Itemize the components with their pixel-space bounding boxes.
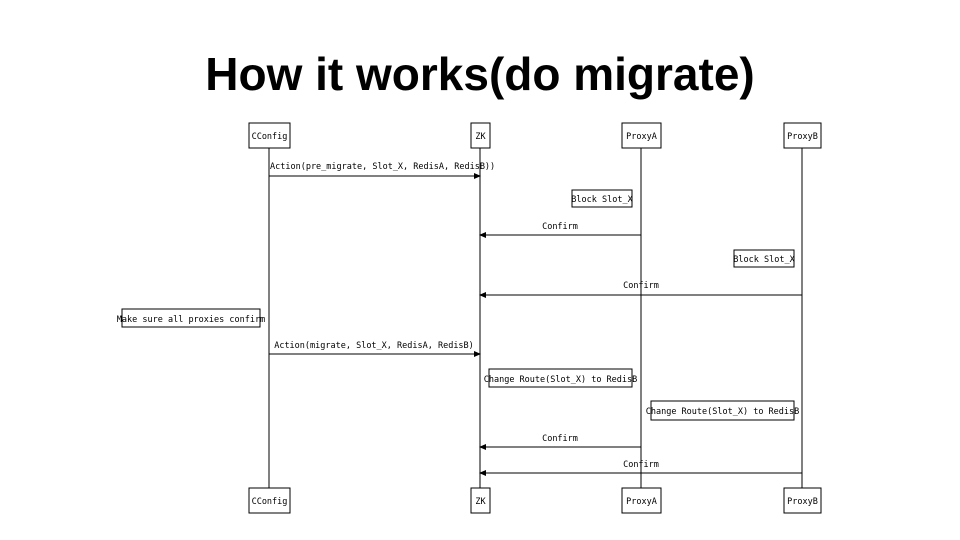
- note-block-slot-proxya: Block Slot_X: [571, 189, 634, 208]
- svg-text:Make sure all proxies confirm: Make sure all proxies confirm: [117, 315, 265, 325]
- svg-text:Block Slot_X: Block Slot_X: [571, 195, 633, 205]
- participant-proxya-bottom: ProxyA: [621, 487, 662, 514]
- message-label: Action(pre_migrate, Slot_X, RedisA, Redi…: [270, 162, 495, 172]
- svg-text:Change Route(Slot_X) to RedisB: Change Route(Slot_X) to RedisB: [646, 407, 800, 417]
- participant-proxyb-top: ProxyB: [783, 122, 822, 149]
- participant-cconfig-bottom: CConfig: [248, 487, 291, 514]
- svg-text:ProxyB: ProxyB: [787, 132, 818, 142]
- svg-text:Block Slot_X: Block Slot_X: [733, 255, 795, 265]
- svg-text:ProxyA: ProxyA: [626, 132, 657, 142]
- participant-zk-bottom: ZK: [470, 487, 491, 514]
- participant-proxyb-bottom: ProxyB: [783, 487, 822, 514]
- slide-title: How it works(do migrate): [205, 48, 755, 100]
- svg-text:Change Route(Slot_X) to RedisB: Change Route(Slot_X) to RedisB: [484, 375, 638, 385]
- svg-text:CConfig: CConfig: [252, 132, 288, 142]
- note-change-route-proxya: Change Route(Slot_X) to RedisB: [646, 400, 800, 421]
- svg-text:CConfig: CConfig: [252, 497, 288, 507]
- note-block-slot-proxyb: Block Slot_X: [733, 249, 796, 268]
- note-make-sure-confirm: Make sure all proxies confirm: [117, 308, 265, 328]
- svg-text:ZK: ZK: [475, 132, 486, 142]
- participant-proxya-top: ProxyA: [621, 122, 662, 149]
- svg-text:ZK: ZK: [475, 497, 486, 507]
- participant-zk-top: ZK: [470, 122, 491, 149]
- note-change-route-zk: Change Route(Slot_X) to RedisB: [484, 368, 638, 388]
- message-label: Confirm: [542, 222, 578, 232]
- message-label: Confirm: [623, 460, 659, 470]
- participant-cconfig-top: CConfig: [248, 122, 291, 149]
- svg-text:ProxyA: ProxyA: [626, 497, 657, 507]
- message-label: Action(migrate, Slot_X, RedisA, RedisB): [274, 341, 474, 351]
- message-label: Confirm: [623, 281, 659, 291]
- svg-text:ProxyB: ProxyB: [787, 497, 818, 507]
- message-label: Confirm: [542, 434, 578, 444]
